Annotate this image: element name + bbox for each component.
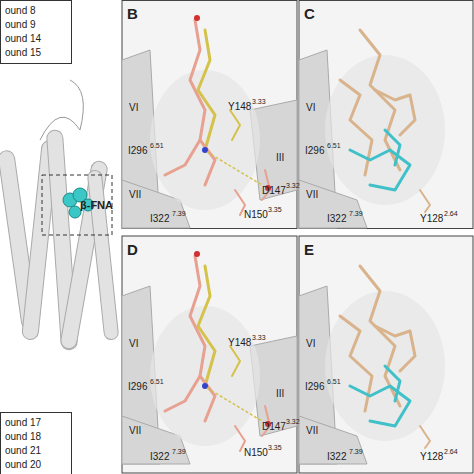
residue-label: VI xyxy=(129,103,138,113)
residue-number: 2.64 xyxy=(444,448,458,455)
residue-number: 6.51 xyxy=(150,378,164,385)
residue-number: 3.33 xyxy=(252,98,266,105)
residue-label: I296 xyxy=(305,382,324,392)
residue-label: Y148 xyxy=(228,102,251,112)
residue-number: 3.32 xyxy=(286,418,300,425)
legend-entry: ound 9 xyxy=(5,18,67,32)
receptor-cartoon xyxy=(0,80,119,350)
residue-number: 7.39 xyxy=(172,448,186,455)
residue-label: VII xyxy=(129,426,141,436)
legend-entry: ound 17 xyxy=(5,416,67,430)
legend-entry: ound 21 xyxy=(5,444,67,458)
legend-entry: ound 14 xyxy=(5,32,67,46)
residue-label: Y128 xyxy=(420,452,443,462)
residue-label: I296 xyxy=(128,146,147,156)
residue-number: 3.32 xyxy=(286,182,300,189)
residue-label: Y148 xyxy=(228,338,251,348)
binding-pocket xyxy=(299,30,445,228)
legend-entry: ound 18 xyxy=(5,430,67,444)
residue-label: VII xyxy=(306,190,318,200)
panel-letter: C xyxy=(304,6,315,21)
residue-label: I322 xyxy=(150,452,169,462)
legend-entry: ound 15 xyxy=(5,46,67,60)
panel-letter: β-FNA xyxy=(80,200,113,211)
legend-box: ound 8ound 9ound 14ound 15 xyxy=(0,0,72,64)
panel-letter: D xyxy=(127,242,138,257)
residue-number: 3.35 xyxy=(268,444,282,451)
residue-label: VI xyxy=(306,339,315,349)
zoom-box xyxy=(42,175,112,235)
residue-label: VII xyxy=(306,426,318,436)
binding-pocket xyxy=(122,15,297,228)
residue-label: Y128 xyxy=(420,214,443,224)
residue-label: D147 xyxy=(262,186,286,196)
residue-number: 7.39 xyxy=(172,210,186,217)
residue-label: I296 xyxy=(305,146,324,156)
residue-number: 7.39 xyxy=(349,210,363,217)
residue-number: 2.64 xyxy=(444,210,458,217)
residue-label: I322 xyxy=(327,452,346,462)
residue-label: VI xyxy=(129,339,138,349)
residue-number: 6.51 xyxy=(150,142,164,149)
legend-entry: ound 8 xyxy=(5,4,67,18)
legend-box: ound 17ound 18ound 21ound 20 xyxy=(0,412,72,474)
panel-letter: B xyxy=(127,6,138,21)
residue-label: I296 xyxy=(128,382,147,392)
residue-number: 6.51 xyxy=(327,142,341,149)
residue-label: III xyxy=(276,153,284,163)
residue-label: VII xyxy=(129,190,141,200)
residue-label: N150 xyxy=(244,210,268,220)
residue-label: N150 xyxy=(244,448,268,458)
residue-number: 7.39 xyxy=(349,448,363,455)
residue-number: 3.35 xyxy=(268,206,282,213)
residue-label: I322 xyxy=(150,214,169,224)
residue-number: 6.51 xyxy=(327,378,341,385)
residue-label: III xyxy=(276,389,284,399)
panel-frames xyxy=(122,1,473,474)
residue-label: I322 xyxy=(327,214,346,224)
legend-entry: ound 20 xyxy=(5,458,67,472)
residue-number: 3.33 xyxy=(252,334,266,341)
residue-label: VI xyxy=(306,103,315,113)
panel-letter: E xyxy=(304,242,314,257)
residue-label: D147 xyxy=(262,422,286,432)
